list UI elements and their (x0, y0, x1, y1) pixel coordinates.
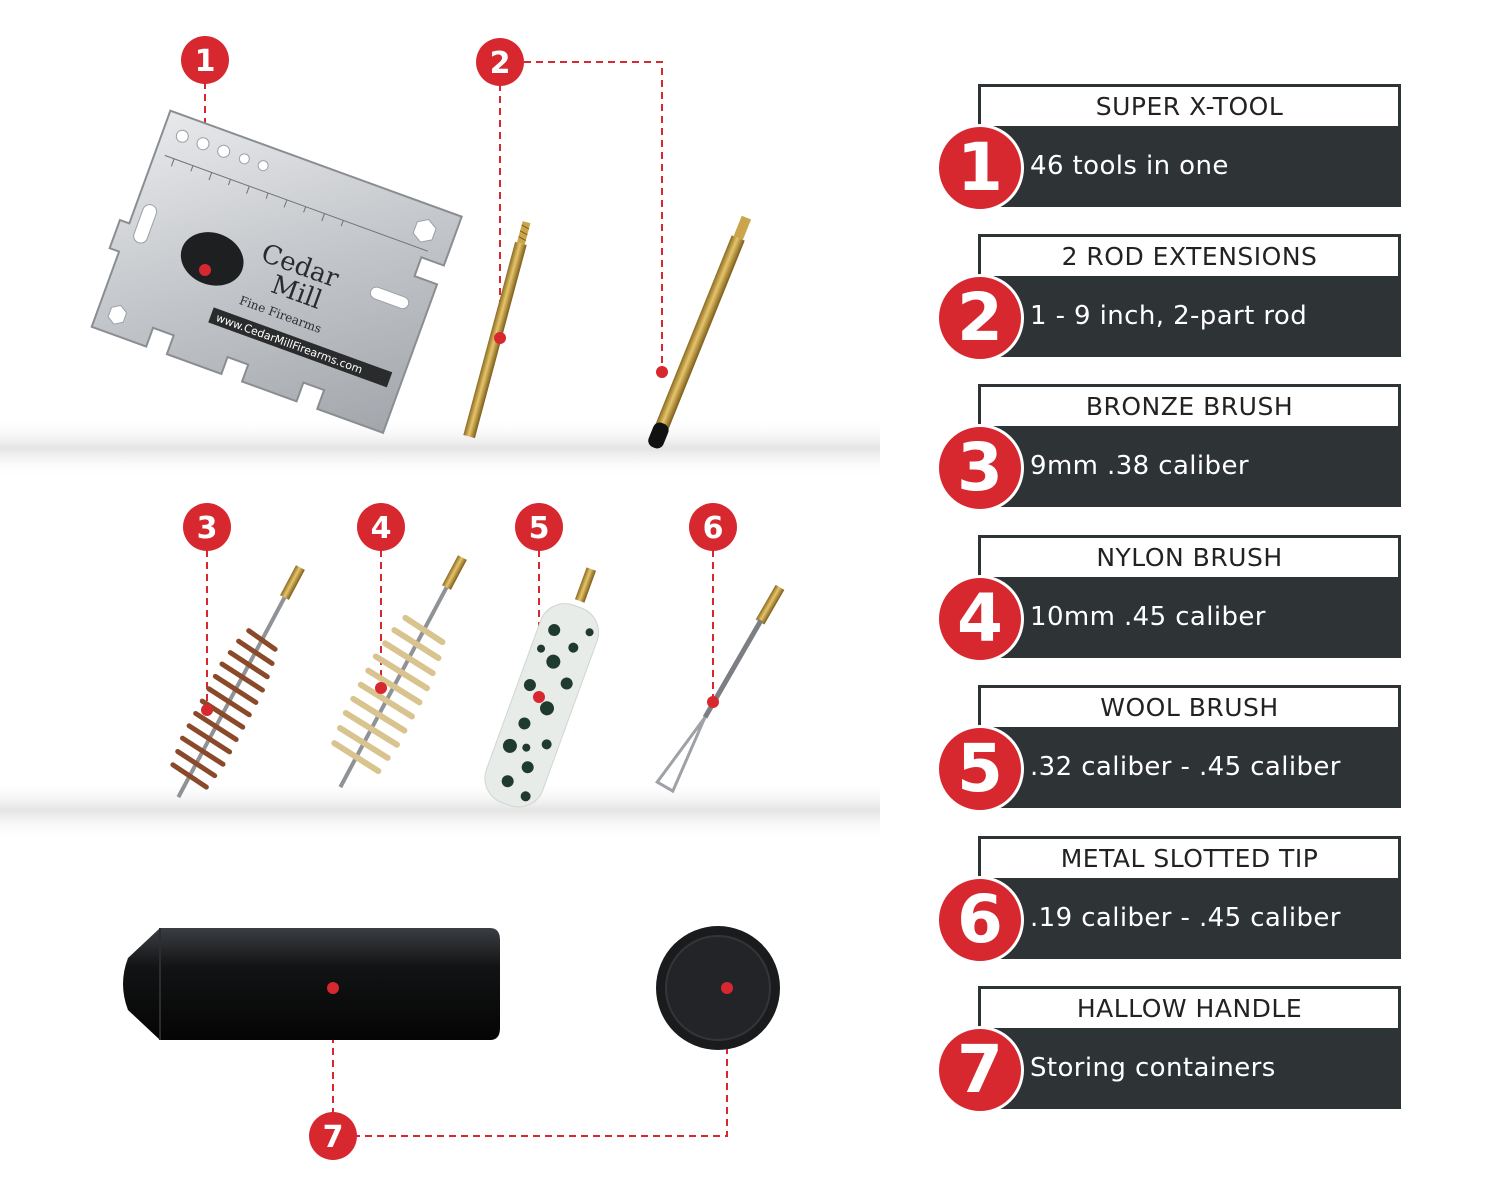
marker-dots (199, 264, 733, 994)
callout-3: 3 (183, 503, 231, 551)
legend-desc: 46 tools in one (1030, 151, 1229, 181)
super-x-tool-card: Cedar Mill Fine Firearms www.CedarMillFi… (90, 109, 463, 435)
legend-number-badge: 1 (936, 124, 1024, 212)
legend-desc: .32 caliber - .45 caliber (1030, 752, 1341, 782)
legend-number-badge: 3 (936, 424, 1024, 512)
legend-number-badge: 5 (936, 725, 1024, 813)
legend-title: SUPER X-TOOL (978, 84, 1401, 129)
legend-title: METAL SLOTTED TIP (978, 836, 1401, 881)
legend-number-badge: 6 (936, 876, 1024, 964)
legend-bar: 1 - 9 inch, 2-part rod (978, 276, 1401, 357)
svg-text:1: 1 (195, 44, 216, 79)
legend-number-badge: 4 (936, 575, 1024, 663)
legend-item-7: HALLOW HANDLE Storing containers 7 (936, 986, 1401, 1114)
metal-slotted-tip (655, 584, 785, 794)
legend-item-1: SUPER X-TOOL 46 tools in one 1 (936, 84, 1401, 212)
callout-1: 1 (181, 36, 229, 84)
legend-item-5: WOOL BRUSH .32 caliber - .45 caliber 5 (936, 685, 1401, 813)
legend-number-badge: 7 (936, 1026, 1024, 1114)
legend-item-3: BRONZE BRUSH 9mm .38 caliber 3 (936, 384, 1401, 512)
legend-bar: 10mm .45 caliber (978, 577, 1401, 658)
legend-item-6: METAL SLOTTED TIP .19 caliber - .45 cali… (936, 836, 1401, 964)
svg-text:5: 5 (529, 511, 550, 546)
product-illustration: Cedar Mill Fine Firearms www.CedarMillFi… (0, 36, 880, 1160)
shelf-reflection (0, 418, 880, 478)
rod-extension-long (648, 215, 752, 449)
legend-title: BRONZE BRUSH (978, 384, 1401, 429)
callout-5: 5 (515, 503, 563, 551)
svg-text:2: 2 (490, 46, 511, 81)
legend-item-4: NYLON BRUSH 10mm .45 caliber 4 (936, 535, 1401, 663)
shelf-reflection (0, 780, 880, 840)
legend-bar: Storing containers (978, 1028, 1401, 1109)
callout-4: 4 (357, 503, 405, 551)
legend-bar: .32 caliber - .45 caliber (978, 727, 1401, 808)
svg-text:7: 7 (323, 1120, 344, 1155)
legend-desc: 1 - 9 inch, 2-part rod (1030, 301, 1308, 331)
wool-brush (484, 567, 599, 808)
svg-text:4: 4 (371, 511, 392, 546)
rod-extension-short (463, 221, 531, 439)
legend-item-2: 2 ROD EXTENSIONS 1 - 9 inch, 2-part rod … (936, 234, 1401, 362)
hollow-handle-tube (123, 928, 500, 1040)
legend-desc: .19 caliber - .45 caliber (1030, 903, 1341, 933)
legend-bar: 9mm .38 caliber (978, 426, 1401, 507)
hollow-handle-cap (656, 926, 780, 1050)
legend-number-badge: 2 (936, 274, 1024, 362)
legend-desc: Storing containers (1030, 1053, 1276, 1083)
svg-text:6: 6 (703, 511, 724, 546)
legend-bar: .19 caliber - .45 caliber (978, 878, 1401, 959)
legend-desc: 10mm .45 caliber (1030, 602, 1266, 632)
nylon-brush (331, 555, 467, 789)
legend-bar: 46 tools in one (978, 126, 1401, 207)
legend-title: NYLON BRUSH (978, 535, 1401, 580)
callout-7: 7 (309, 1112, 357, 1160)
svg-text:3: 3 (197, 511, 218, 546)
callout-6: 6 (689, 503, 737, 551)
legend-title: HALLOW HANDLE (978, 986, 1401, 1031)
legend-desc: 9mm .38 caliber (1030, 451, 1249, 481)
legend-title: WOOL BRUSH (978, 685, 1401, 730)
bronze-brush (170, 565, 305, 799)
legend-title: 2 ROD EXTENSIONS (978, 234, 1401, 279)
callout-2: 2 (476, 38, 524, 86)
